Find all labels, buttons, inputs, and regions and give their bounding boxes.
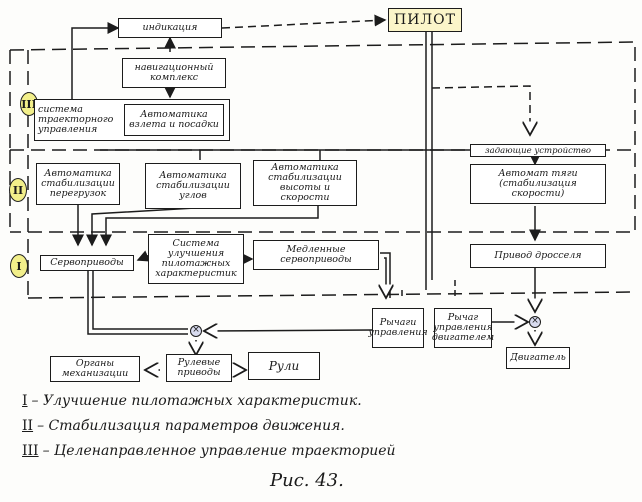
throttle-drive-box: Привод дросселя <box>470 244 606 268</box>
angle-stab-box: Автоматика стабилизации углов <box>145 163 241 209</box>
engine-box: Двигатель <box>506 347 570 369</box>
slow-servo-box: Медленные сервоприводы <box>253 240 379 270</box>
level-III-frame <box>9 41 636 150</box>
overload-stab-box: Автоматика стабилизации перегрузок <box>36 163 120 205</box>
nav-complex-box: навигационный комплекс <box>122 58 226 88</box>
trajectory-system-label: система траекторного управления <box>38 104 114 135</box>
altitude-speed-stab-box: Автоматика стабилизации высоты и скорост… <box>253 160 357 206</box>
engine-levers-box: Рычаг управления двигателем <box>432 308 494 348</box>
level-III-marker: III <box>20 92 38 116</box>
improvement-system-box: Система улучшения пилотажных характерист… <box>148 234 244 284</box>
legend-text: – Целенаправленное управление траекторие… <box>42 443 396 459</box>
legend-item: I– Улучшение пилотажных характеристик. <box>22 393 362 409</box>
level-I-marker: I <box>10 254 28 278</box>
legend-text: – Улучшение пилотажных характеристик. <box>31 393 362 409</box>
legend-num: I <box>22 393 28 409</box>
indication-box: индикация <box>118 18 222 38</box>
pilot-box: ПИЛОТ <box>388 8 462 32</box>
legend-text: – Стабилизация параметров движения. <box>37 418 345 434</box>
engine-mixer-icon: × <box>529 316 541 328</box>
steering-drives-box: Рулевые приводы <box>166 354 232 382</box>
servo-drives-box: Сервоприводы <box>40 255 134 271</box>
figure-caption: Рис. 43. <box>270 470 344 491</box>
legend-item: III– Целенаправленное управление траекто… <box>22 443 396 459</box>
setter-device-box: задающие устройство <box>470 144 606 157</box>
mechanization-box: Органы механизации <box>50 356 140 382</box>
thrust-automat-box: Автомат тяги (стабилизация скорости) <box>470 164 606 204</box>
rudder-mixer-icon: × <box>190 325 202 337</box>
takeoff-landing-box: Автоматика взлета и посадки <box>124 104 224 136</box>
level-II-marker: II <box>9 178 27 202</box>
legend-num: III <box>22 443 39 459</box>
legend-num: II <box>22 418 34 434</box>
rudders-box: Рули <box>248 352 320 380</box>
legend-item: II– Стабилизация параметров движения. <box>22 418 345 434</box>
control-levers-box: Рычаги управления <box>368 308 428 348</box>
